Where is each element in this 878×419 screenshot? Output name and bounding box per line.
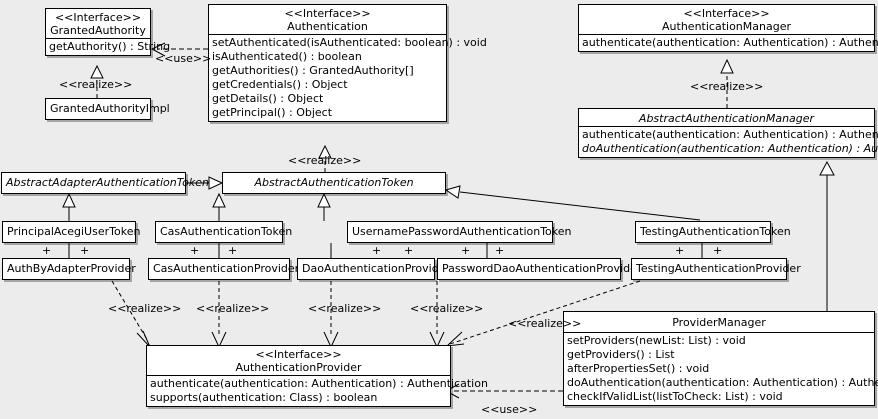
class-abstract-authentication-manager[interactable]: AbstractAuthenticationManager authentica… — [578, 108, 878, 158]
class-testing-authentication-provider[interactable]: TestingAuthenticationProvider — [631, 258, 801, 280]
label-realize-password-dao: <<realize>> — [410, 302, 484, 315]
label-realize-granted-authority-impl: <<realize>> — [59, 78, 133, 91]
class-name: AuthenticationManager — [662, 20, 791, 33]
operation: getPrincipal() : Object — [212, 106, 333, 119]
operations-compartment: setAuthenticated(isAuthenticated: boolea… — [209, 35, 487, 121]
class-password-dao-authentication-provider[interactable]: PasswordDaoAuthenticationProvider — [437, 258, 642, 280]
class-name: ProviderManager — [672, 316, 766, 329]
divider — [579, 126, 874, 127]
association-marker: + — [461, 244, 471, 257]
label-use-granted-authority: <<use>> — [155, 52, 212, 65]
operation: getProviders() : List — [567, 348, 675, 361]
class-authentication-provider[interactable]: <<Interface>> AuthenticationProvider aut… — [146, 345, 488, 407]
operation: getAuthority() : String — [49, 40, 171, 53]
stereotype-label: <<Interface>> — [284, 7, 371, 20]
class-name: GrantedAuthorityImpl — [50, 102, 170, 115]
operation: getDetails() : Object — [212, 92, 324, 105]
class-dao-authentication-provider[interactable]: DaoAuthenticationProvider — [297, 258, 450, 280]
class-name: TestingAuthenticationProvider — [636, 262, 801, 275]
class-granted-authority-impl[interactable]: GrantedAuthorityImpl — [45, 98, 170, 120]
class-name: AbstractAuthenticationToken — [254, 176, 414, 189]
operation: doAuthentication(authentication: Authent… — [582, 142, 878, 155]
operations-compartment: authenticate(authentication: Authenticat… — [147, 376, 488, 406]
class-provider-manager[interactable]: ProviderManager setProviders(newList: Li… — [563, 311, 878, 406]
class-granted-authority[interactable]: <<Interface>> GrantedAuthority getAuthor… — [45, 8, 171, 56]
class-authentication[interactable]: <<Interface>> Authentication setAuthenti… — [208, 4, 487, 122]
label-realize-authentication-token: <<realize>> — [288, 154, 362, 167]
label-realize-auth-by-adapter: <<realize>> — [108, 302, 182, 315]
association-marker: + — [80, 244, 90, 257]
class-header: AbstractAuthenticationManager — [579, 109, 874, 126]
class-principal-acegi-user-token[interactable]: PrincipalAcegiUserToken — [2, 221, 141, 243]
operations-compartment: getAuthority() : String — [46, 39, 171, 55]
class-name: UsernamePasswordAuthenticationToken — [352, 225, 572, 238]
operation: doAuthentication(authentication: Authent… — [567, 376, 878, 389]
divider — [579, 34, 874, 35]
divider — [147, 375, 450, 376]
divider — [209, 34, 446, 35]
class-authentication-manager[interactable]: <<Interface>> AuthenticationManager auth… — [578, 4, 878, 52]
association-marker: + — [372, 244, 382, 257]
operation: afterPropertiesSet() : void — [567, 362, 710, 375]
association-marker: + — [228, 244, 238, 257]
operation: isAuthenticated() : boolean — [212, 50, 362, 63]
stereotype-label: <<Interface>> — [683, 7, 770, 20]
class-abstract-authentication-token[interactable]: AbstractAuthenticationToken — [222, 172, 446, 194]
association-marker: + — [404, 244, 414, 257]
class-header: <<Interface>> GrantedAuthority — [46, 9, 150, 38]
label-realize-authentication-manager: <<realize>> — [690, 80, 764, 93]
class-name: GrantedAuthority — [50, 24, 146, 37]
divider — [564, 332, 874, 333]
class-name: AbstractAdapterAuthenticationToken — [6, 176, 209, 189]
label-realize-testing: <<realize>> — [508, 317, 582, 330]
operation: getAuthorities() : GrantedAuthority[] — [212, 64, 414, 77]
class-name: Authentication — [287, 20, 368, 33]
class-testing-authentication-token[interactable]: TestingAuthenticationToken — [635, 221, 791, 243]
label-use-provider-manager: <<use>> — [481, 403, 538, 416]
operation: checkIfValidList(listToCheck: List) : vo… — [567, 390, 783, 403]
operation: supports(authentication: Class) : boolea… — [150, 391, 378, 404]
class-header: ProviderManager — [564, 312, 874, 332]
class-header: <<Interface>> AuthenticationProvider — [147, 346, 450, 375]
stereotype-label: <<Interface>> — [54, 11, 142, 24]
class-cas-authentication-provider[interactable]: CasAuthenticationProvider — [148, 258, 300, 280]
operation: authenticate(authentication: Authenticat… — [582, 36, 878, 49]
label-realize-cas: <<realize>> — [196, 302, 270, 315]
operation: authenticate(authentication: Authenticat… — [150, 377, 488, 390]
class-abstract-adapter-authentication-token[interactable]: AbstractAdapterAuthenticationToken — [1, 172, 209, 194]
class-name: AbstractAuthenticationManager — [638, 112, 815, 125]
operations-compartment: authenticate(authentication: Authenticat… — [579, 127, 878, 157]
class-username-password-authentication-token[interactable]: UsernamePasswordAuthenticationToken — [347, 221, 572, 243]
class-name: TestingAuthenticationToken — [640, 225, 791, 238]
association-marker: + — [190, 244, 200, 257]
operations-compartment: authenticate(authentication: Authenticat… — [579, 35, 878, 51]
class-header: <<Interface>> Authentication — [209, 5, 446, 34]
operation: setAuthenticated(isAuthenticated: boolea… — [212, 36, 487, 49]
operation: getCredentials() : Object — [212, 78, 348, 91]
class-name: DaoAuthenticationProvider — [302, 262, 450, 275]
class-name: PasswordDaoAuthenticationProvider — [442, 262, 642, 275]
label-realize-dao: <<realize>> — [308, 302, 382, 315]
association-marker: + — [675, 244, 685, 257]
class-name: AuthenticationProvider — [235, 361, 362, 374]
class-name: PrincipalAcegiUserToken — [7, 225, 141, 238]
class-name: AuthByAdapterProvider — [7, 262, 136, 275]
class-header: <<Interface>> AuthenticationManager — [579, 5, 874, 34]
operations-compartment: setProviders(newList: List) : void getPr… — [564, 333, 878, 405]
stereotype-label: <<Interface>> — [255, 348, 342, 361]
class-cas-authentication-token[interactable]: CasAuthenticationToken — [155, 221, 293, 243]
association-marker: + — [713, 244, 723, 257]
divider — [46, 38, 150, 39]
class-auth-by-adapter-provider[interactable]: AuthByAdapterProvider — [2, 258, 136, 280]
association-marker: + — [495, 244, 505, 257]
class-name: CasAuthenticationProvider — [153, 262, 300, 275]
operation: setProviders(newList: List) : void — [567, 334, 746, 347]
class-name: CasAuthenticationToken — [160, 225, 293, 238]
association-marker: + — [42, 244, 52, 257]
operation: authenticate(authentication: Authenticat… — [582, 128, 878, 141]
